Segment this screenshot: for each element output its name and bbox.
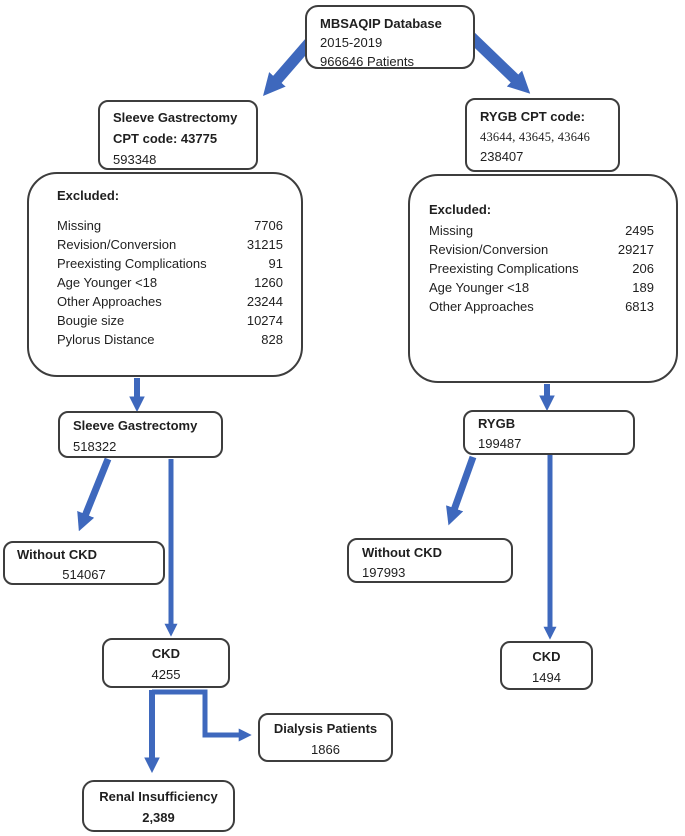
rygb-total-count: 199487 bbox=[478, 436, 522, 451]
rygb-ckd-count: 1494 bbox=[532, 670, 561, 685]
excluded-row: Age Younger <18 1260 bbox=[57, 275, 283, 290]
sleeve-cpt-box: Sleeve Gastrectomy CPT code: 43775 59334… bbox=[98, 100, 258, 170]
sleeve-ckd-box: CKD 4255 bbox=[102, 638, 230, 688]
sleeve-without-ckd-title: Without CKD bbox=[17, 547, 98, 562]
database-patient-count: 966646 Patients bbox=[320, 54, 414, 69]
rygb-ckd-box: CKD 1494 bbox=[500, 641, 593, 690]
sleeve-excluded-box: Excluded: Missing 7706 Revision/Conversi… bbox=[27, 172, 303, 377]
dialysis-title: Dialysis Patients bbox=[273, 721, 378, 736]
renal-count: 2,389 bbox=[142, 810, 175, 825]
renal-title: Renal Insufficiency bbox=[99, 789, 218, 804]
database-box: MBSAQIP Database 2015-2019 966646 Patien… bbox=[305, 5, 475, 69]
sleeve-cpt-count: 593348 bbox=[113, 152, 157, 167]
excluded-row: Missing 2495 bbox=[429, 223, 654, 238]
sleeve-cpt-code: CPT code: 43775 bbox=[113, 131, 218, 146]
excluded-row: Revision/Conversion 29217 bbox=[429, 242, 654, 257]
sleeve-total-box: Sleeve Gastrectomy 518322 bbox=[58, 411, 223, 458]
arrow-ckd-to-dialysis-icon bbox=[152, 689, 252, 742]
rygb-excluded-box: Excluded: Missing 2495 Revision/Conversi… bbox=[408, 174, 678, 383]
rygb-total-box: RYGB 199487 bbox=[463, 410, 635, 455]
arrow-sleeve-total-to-withoutckd-icon bbox=[77, 457, 112, 532]
sleeve-excluded-header: Excluded: bbox=[57, 188, 120, 203]
rygb-total-title: RYGB bbox=[478, 416, 516, 431]
database-years: 2015-2019 bbox=[320, 35, 383, 50]
excluded-row: Missing 7706 bbox=[57, 218, 283, 233]
rygb-ckd-title: CKD bbox=[532, 649, 561, 664]
rygb-cpt-title: RYGB CPT code: bbox=[480, 109, 585, 124]
excluded-row: Other Approaches 23244 bbox=[57, 294, 283, 309]
excluded-row: Preexisting Complications 91 bbox=[57, 256, 283, 271]
excluded-row: Age Younger <18 189 bbox=[429, 280, 654, 295]
renal-insufficiency-box: Renal Insufficiency 2,389 bbox=[82, 780, 235, 832]
excluded-row: Other Approaches 6813 bbox=[429, 299, 654, 314]
dialysis-box: Dialysis Patients 1866 bbox=[258, 713, 393, 762]
rygb-without-ckd-box: Without CKD 197993 bbox=[347, 538, 513, 583]
sleeve-total-title: Sleeve Gastrectomy bbox=[73, 418, 198, 433]
database-title: MBSAQIP Database bbox=[320, 16, 442, 31]
sleeve-ckd-count: 4255 bbox=[151, 667, 181, 682]
sleeve-cpt-title: Sleeve Gastrectomy bbox=[113, 110, 238, 125]
sleeve-without-ckd-count: 514067 bbox=[62, 567, 106, 582]
excluded-row: Preexisting Complications 206 bbox=[429, 261, 654, 276]
sleeve-ckd-title: CKD bbox=[151, 646, 181, 661]
excluded-row: Bougie size 10274 bbox=[57, 313, 283, 328]
rygb-without-ckd-title: Without CKD bbox=[362, 545, 443, 560]
rygb-cpt-codes: 43644, 43645, 43646 bbox=[480, 130, 591, 144]
arrow-rygb-total-to-withoutckd-icon bbox=[446, 455, 477, 526]
rygb-excluded-header: Excluded: bbox=[429, 202, 492, 217]
sleeve-total-count: 518322 bbox=[73, 439, 117, 454]
rygb-without-ckd-count: 197993 bbox=[362, 565, 406, 580]
rygb-cpt-box: RYGB CPT code: 43644, 43645, 43646 23840… bbox=[465, 98, 620, 172]
excluded-row: Pylorus Distance 828 bbox=[57, 332, 283, 347]
excluded-row: Revision/Conversion 31215 bbox=[57, 237, 283, 252]
rygb-cpt-count: 238407 bbox=[480, 149, 524, 164]
sleeve-without-ckd-box: Without CKD 514067 bbox=[3, 541, 165, 585]
dialysis-count: 1866 bbox=[311, 742, 340, 757]
